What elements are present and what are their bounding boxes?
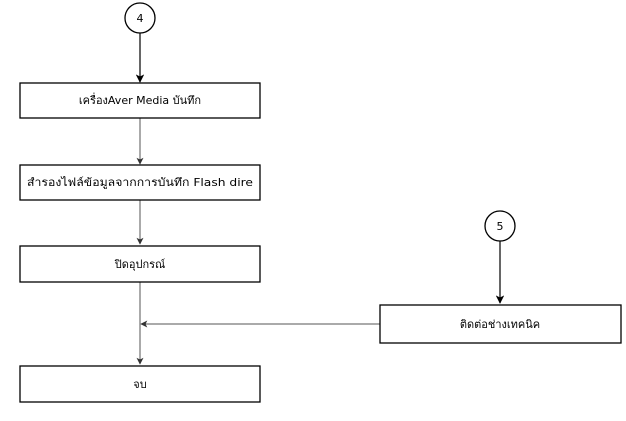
step-end: จบ	[19, 365, 261, 403]
step-backup: สำรองไฟล์ข้อมูลจากการบันทึก Flash dire	[19, 164, 261, 201]
step-shutdown: ปิดอุปกรณ์	[19, 245, 261, 283]
step-shutdown-label: ปิดอุปกรณ์	[114, 258, 166, 271]
connector-4-label: 4	[137, 12, 144, 25]
step-record-label: เครื่องAver Media บันทึก	[79, 92, 201, 107]
step-record: เครื่องAver Media บันทึก	[19, 82, 261, 119]
connector-4: 4	[124, 2, 156, 34]
step-technician: ติดต่อช่างเทคนิค	[379, 304, 622, 344]
step-technician-label: ติดต่อช่างเทคนิค	[460, 318, 540, 331]
connector-5-label: 5	[497, 220, 504, 233]
step-end-label: จบ	[133, 378, 146, 391]
connector-5: 5	[484, 210, 516, 242]
step-backup-label: สำรองไฟล์ข้อมูลจากการบันทึก Flash dire	[27, 176, 253, 189]
